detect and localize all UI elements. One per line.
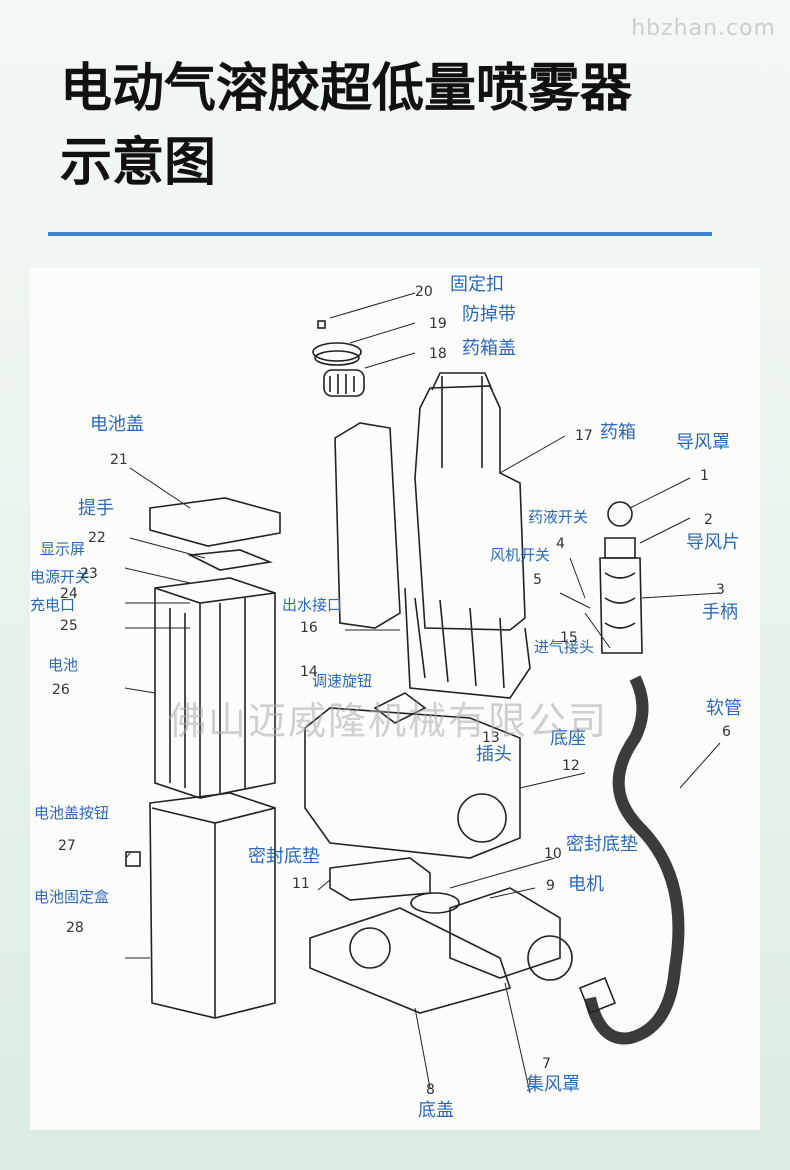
part-base-ribs [414, 597, 505, 689]
part-number-21: 21 [110, 452, 128, 468]
part-seal-pad [329, 857, 431, 901]
label-fengjikaiguan: 风机开关 [490, 546, 551, 564]
part-clip [317, 320, 326, 329]
part-number-2: 2 [704, 512, 713, 528]
part-number-13: 13 [482, 730, 500, 746]
part-number-15: 15 [560, 630, 578, 646]
part-number-25: 25 [60, 618, 78, 634]
part-speed-knob [373, 692, 427, 724]
part-tank-handle-rails [441, 376, 483, 468]
part-tank-left-side [334, 422, 401, 629]
label-digai: 底盖 [418, 1100, 454, 1121]
label-gudingkou: 固定扣 [450, 274, 504, 295]
part-number-16: 16 [300, 620, 318, 636]
label-xianshiping: 显示屏 [40, 540, 86, 558]
label-tiaosuxuanniu: 调速旋钮 [312, 672, 373, 690]
label-dizuo: 底座 [550, 728, 586, 749]
part-motor [449, 887, 561, 979]
label-yaoyekaiguan: 药液开关 [528, 508, 589, 526]
part-number-9: 9 [546, 878, 555, 894]
label-fangdiaodai: 防掉带 [462, 304, 516, 325]
part-tank-body [414, 385, 526, 631]
part-hose [584, 675, 685, 1045]
label-dianchi: 电池 [48, 656, 79, 674]
label-chongdiankou: 充电口 [30, 596, 76, 614]
part-strap [312, 342, 362, 362]
title-divider [48, 232, 712, 236]
part-battery-edges [154, 587, 276, 798]
part-strap-inner [314, 350, 360, 366]
part-bottom-fan-grill [349, 927, 391, 969]
part-housing-port [457, 793, 507, 843]
part-battery-box [149, 792, 276, 1019]
part-number-28: 28 [66, 920, 84, 936]
part-number-27: 27 [58, 838, 76, 854]
part-number-26: 26 [52, 682, 70, 698]
diagram-panel: 固定扣 防掉带 药箱盖 电池盖 药箱 导风罩 提手 药液开关 导风片 显示屏 风… [30, 268, 760, 1130]
part-battery-cover [149, 497, 281, 547]
part-number-19: 19 [429, 316, 447, 332]
title-line-2: 示意图 [60, 133, 217, 193]
exploded-view-drawing [124, 292, 721, 1094]
part-number-14: 14 [300, 664, 318, 680]
label-yaoxianggai: 药箱盖 [462, 338, 516, 359]
part-number-5: 5 [533, 572, 542, 588]
page-title: 电动气溶胶超低量喷雾器 示意图 [60, 58, 632, 194]
label-yaoxiang: 药箱 [600, 422, 636, 443]
part-number-3: 3 [716, 582, 725, 598]
title-line-1: 电动气溶胶超低量喷雾器 [60, 59, 633, 119]
part-number-23: 23 [80, 566, 98, 582]
part-number-10: 10 [544, 846, 562, 862]
company-watermark: 佛山迈威隆机械有限公司 [168, 699, 609, 743]
part-number-8: 8 [426, 1082, 435, 1098]
part-cap-ridges [329, 374, 355, 394]
part-hand-grip [599, 557, 643, 654]
label-mifengdidian-left: 密封底垫 [248, 846, 320, 867]
part-bottom-cover [309, 907, 512, 1014]
part-handle [187, 549, 273, 571]
part-base-frame [404, 587, 531, 699]
label-dianyuankaiguan: 电源开关 [30, 568, 91, 586]
part-number-7: 7 [542, 1056, 551, 1072]
part-number-20: 20 [415, 284, 433, 300]
label-tishou: 提手 [78, 498, 114, 519]
part-number-11: 11 [292, 876, 310, 892]
label-daofengzhao: 导风罩 [676, 432, 730, 453]
part-air-guide-blade [604, 537, 636, 559]
label-dianchigai: 电池盖 [90, 414, 144, 435]
label-dianji: 电机 [568, 874, 604, 895]
part-motor-seal [410, 892, 460, 914]
part-number-18: 18 [429, 346, 447, 362]
part-air-guide-cover [607, 501, 633, 527]
label-jifengzhao: 集风罩 [526, 1074, 580, 1095]
part-hand-grip-spiral [604, 572, 636, 629]
label-jinqijietou: 进气接头 [534, 638, 595, 656]
part-number-24: 24 [60, 586, 78, 602]
part-number-12: 12 [562, 758, 580, 774]
part-number-17: 17 [575, 428, 593, 444]
part-cap [323, 369, 365, 397]
label-dianchigudinghe: 电池固定盒 [34, 888, 110, 906]
part-tank-handle [431, 372, 493, 391]
part-battery-grooves [169, 598, 246, 793]
label-shoubing: 手柄 [702, 602, 738, 623]
label-ruanguan: 软管 [706, 698, 742, 719]
part-collector [527, 935, 573, 981]
part-housing [304, 707, 521, 859]
part-number-6: 6 [722, 724, 731, 740]
part-number-1: 1 [700, 468, 709, 484]
part-hose-connector [578, 976, 617, 1015]
part-battery-cover-button [125, 851, 141, 867]
label-dianchigaianniu: 电池盖按钮 [34, 804, 110, 822]
label-daofengpian: 导风片 [686, 532, 740, 553]
label-chatou: 插头 [476, 744, 512, 765]
label-chushuijiekou: 出水接口 [282, 596, 343, 614]
site-watermark: hbzhan.com [631, 16, 776, 41]
part-number-4: 4 [556, 536, 565, 552]
part-number-22: 22 [88, 530, 106, 546]
part-battery-box-edges [151, 807, 276, 1018]
part-battery [154, 577, 276, 799]
label-mifengdidian-right: 密封底垫 [566, 834, 638, 855]
